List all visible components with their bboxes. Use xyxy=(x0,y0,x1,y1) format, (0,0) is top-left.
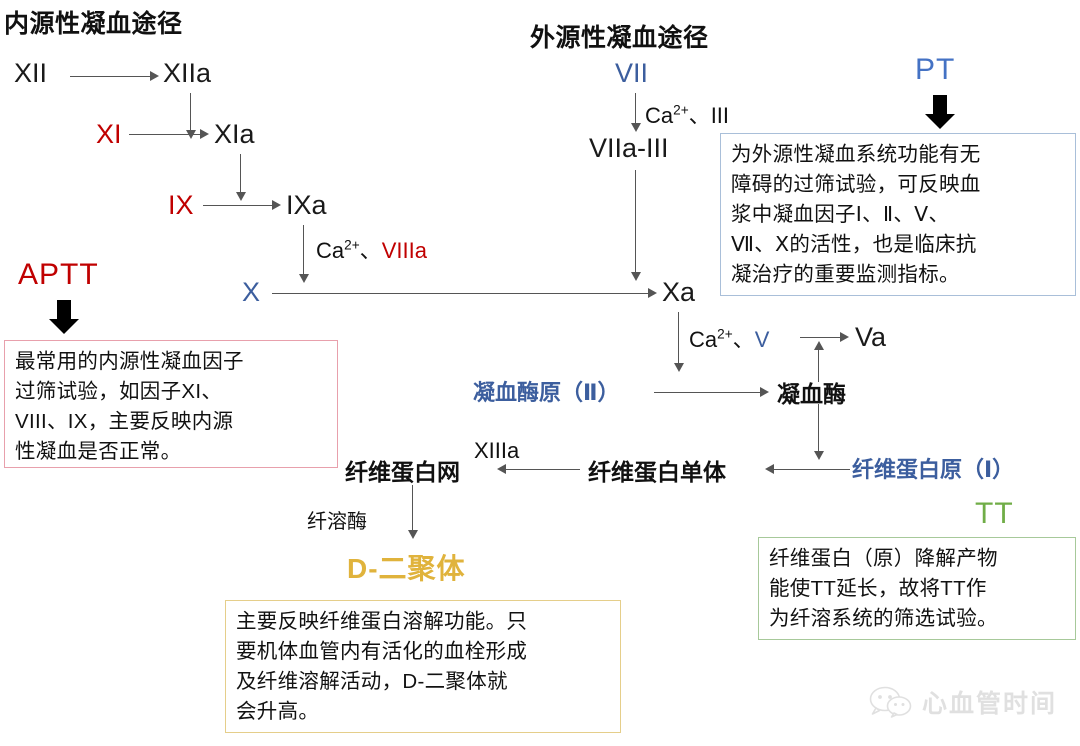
aptt-note-line-2: VIII、IX，主要反映内源 xyxy=(15,410,234,433)
tt-note-line-2: 为纤溶系统的筛选试验。 xyxy=(769,607,998,630)
d-dimer-note-line-3: 会升高。 xyxy=(236,700,320,723)
factor-v: V xyxy=(754,327,770,352)
arrow-viia-down-head xyxy=(631,272,641,281)
cofactor-ca-charge: 2+ xyxy=(344,237,360,253)
factor-xii: XII xyxy=(14,58,48,88)
factor-xi: XI xyxy=(96,119,122,149)
factor-ix: IX xyxy=(168,190,194,220)
arrow-x-to-xa-head xyxy=(648,288,657,298)
arrow-net-to-dimer-line xyxy=(412,485,414,533)
arrow-thrombin-to-va-head xyxy=(814,341,824,350)
arrow-net-to-dimer-head xyxy=(408,530,418,539)
pt-note-line-3: Ⅶ、Ⅹ的活性，也是临床抗 xyxy=(731,233,977,256)
cofactor-separator-v: 、 xyxy=(732,327,755,352)
arrow-ixa-down-line xyxy=(303,225,305,277)
d-dimer-note-line-2: 及纤维溶解活动，D-二聚体就 xyxy=(236,670,508,693)
factor-x: X xyxy=(242,277,261,307)
factor-xa: Xa xyxy=(662,277,696,307)
tt-note-box: 纤维蛋白（原）降解产物 能使TT延长，故将TT作 为纤溶系统的筛选试验。 xyxy=(758,537,1076,640)
aptt-note-box: 最常用的内源性凝血因子 过筛试验，如因子XI、 VIII、IX，主要反映内源 性… xyxy=(4,340,338,468)
pt-note-line-2: 浆中凝血因子Ⅰ、Ⅱ、Ⅴ、 xyxy=(731,203,950,226)
factor-viia-iii: VIIa-III xyxy=(589,133,669,163)
pt-label: PT xyxy=(915,53,956,86)
arrow-xa-down-line xyxy=(678,312,680,366)
cofactor-iii: III xyxy=(710,103,730,128)
thrombin-label: 凝血酶 xyxy=(777,381,846,407)
cofactor-separator-iii: 、 xyxy=(688,103,711,128)
cofactor-ca-label-v: Ca xyxy=(689,327,718,352)
aptt-note-line-3: 性凝血是否正常。 xyxy=(15,440,182,463)
cofactor-viiia: VIIIa xyxy=(381,238,427,263)
pt-note-line-1: 障碍的过筛试验，可反映血 xyxy=(731,173,981,196)
factor-vii: VII xyxy=(615,58,649,88)
arrow-xia-down-line xyxy=(240,154,242,195)
arrow-v-to-va-line xyxy=(800,337,842,339)
cofactor-ca-viiia: Ca2+、VIIIa xyxy=(316,233,427,265)
tt-note-line-1: 能使TT延长，故将TT作 xyxy=(769,577,987,600)
cofactor-ca-v: Ca2+、V xyxy=(689,322,769,354)
tt-label: TT xyxy=(975,497,1014,530)
arrow-prothrombin-to-thrombin-head xyxy=(760,387,769,397)
fibrin-net-label: 纤维蛋白网 xyxy=(345,459,460,485)
factor-xiiia: XIIIa xyxy=(474,438,520,463)
d-dimer-note-line-0: 主要反映纤维蛋白溶解功能。只 xyxy=(236,610,528,633)
aptt-pointer-arrow-icon xyxy=(49,300,79,335)
factor-xiia: XIIa xyxy=(163,58,212,88)
plasmin-label: 纤溶酶 xyxy=(307,511,367,533)
arrow-thrombin-to-va-line xyxy=(818,348,820,382)
arrow-xi-to-xia-head xyxy=(200,129,209,139)
cofactor-ca-label: Ca xyxy=(316,238,345,263)
d-dimer-label: D-二聚体 xyxy=(347,553,466,584)
pt-note-line-0: 为外源性凝血系统功能有无 xyxy=(731,143,981,166)
pt-note-box: 为外源性凝血系统功能有无 障碍的过筛试验，可反映血 浆中凝血因子Ⅰ、Ⅱ、Ⅴ、 Ⅶ… xyxy=(720,133,1076,296)
factor-ixa: IXa xyxy=(286,190,327,220)
d-dimer-note-line-1: 要机体血管内有活化的血栓形成 xyxy=(236,640,528,663)
pt-pointer-arrow-icon xyxy=(925,95,955,130)
arrow-monomer-to-net-head xyxy=(497,464,506,474)
fibrin-monomer-label: 纤维蛋白单体 xyxy=(588,459,726,485)
wechat-icon xyxy=(869,686,913,718)
arrow-thrombin-down-head xyxy=(814,451,824,460)
watermark-text: 心血管时间 xyxy=(922,690,1058,718)
factor-xia: XIa xyxy=(214,119,255,149)
cofactor-ca-charge-iii: 2+ xyxy=(673,102,689,118)
arrow-fibrinogen-to-monomer-head xyxy=(765,464,774,474)
aptt-note-line-1: 过筛试验，如因子XI、 xyxy=(15,380,223,403)
arrow-v-to-va-head xyxy=(840,332,849,342)
heading-intrinsic-pathway: 内源性凝血途径 xyxy=(4,10,183,38)
arrow-vii-down-line xyxy=(635,93,637,126)
arrow-xii-to-xiia-line xyxy=(70,76,152,78)
arrow-prothrombin-to-thrombin-line xyxy=(654,392,762,394)
d-dimer-note-box: 主要反映纤维蛋白溶解功能。只 要机体血管内有活化的血栓形成 及纤维溶解活动，D-… xyxy=(225,600,621,733)
arrow-thrombin-down-line xyxy=(818,404,820,454)
aptt-label: APTT xyxy=(18,258,99,291)
cofactor-ca-iii: Ca2+、III xyxy=(645,98,729,130)
aptt-note-line-0: 最常用的内源性凝血因子 xyxy=(15,350,244,373)
arrow-viia-down-line xyxy=(635,170,637,275)
arrow-monomer-to-net-line xyxy=(504,469,580,471)
factor-va: Va xyxy=(855,322,887,352)
arrow-ixa-down-head xyxy=(299,274,309,283)
arrow-ix-to-ixa-line xyxy=(203,205,274,207)
cofactor-ca-charge-v: 2+ xyxy=(717,326,733,342)
cofactor-separator: 、 xyxy=(359,238,382,263)
arrow-x-to-xa-line xyxy=(272,293,650,295)
cofactor-ca-label-iii: Ca xyxy=(645,103,674,128)
arrow-xa-down-head xyxy=(674,363,684,372)
fibrinogen-label: 纤维蛋白原（Ⅰ） xyxy=(852,457,1015,482)
tt-note-line-0: 纤维蛋白（原）降解产物 xyxy=(769,547,998,570)
arrow-xii-to-xiia-head xyxy=(150,71,159,81)
arrow-ix-to-ixa-head xyxy=(272,200,281,210)
arrow-xi-to-xia-line xyxy=(129,134,202,136)
arrow-xiia-down-line xyxy=(190,93,192,133)
pt-note-line-4: 凝治疗的重要监测指标。 xyxy=(731,263,960,286)
arrow-fibrinogen-to-monomer-line xyxy=(772,469,850,471)
prothrombin-label: 凝血酶原（Ⅱ） xyxy=(473,380,620,405)
arrow-vii-down-head xyxy=(631,123,641,132)
arrow-xia-down-head xyxy=(236,192,246,201)
watermark: 心血管时间 xyxy=(869,684,1057,720)
heading-extrinsic-pathway: 外源性凝血途径 xyxy=(530,24,709,52)
